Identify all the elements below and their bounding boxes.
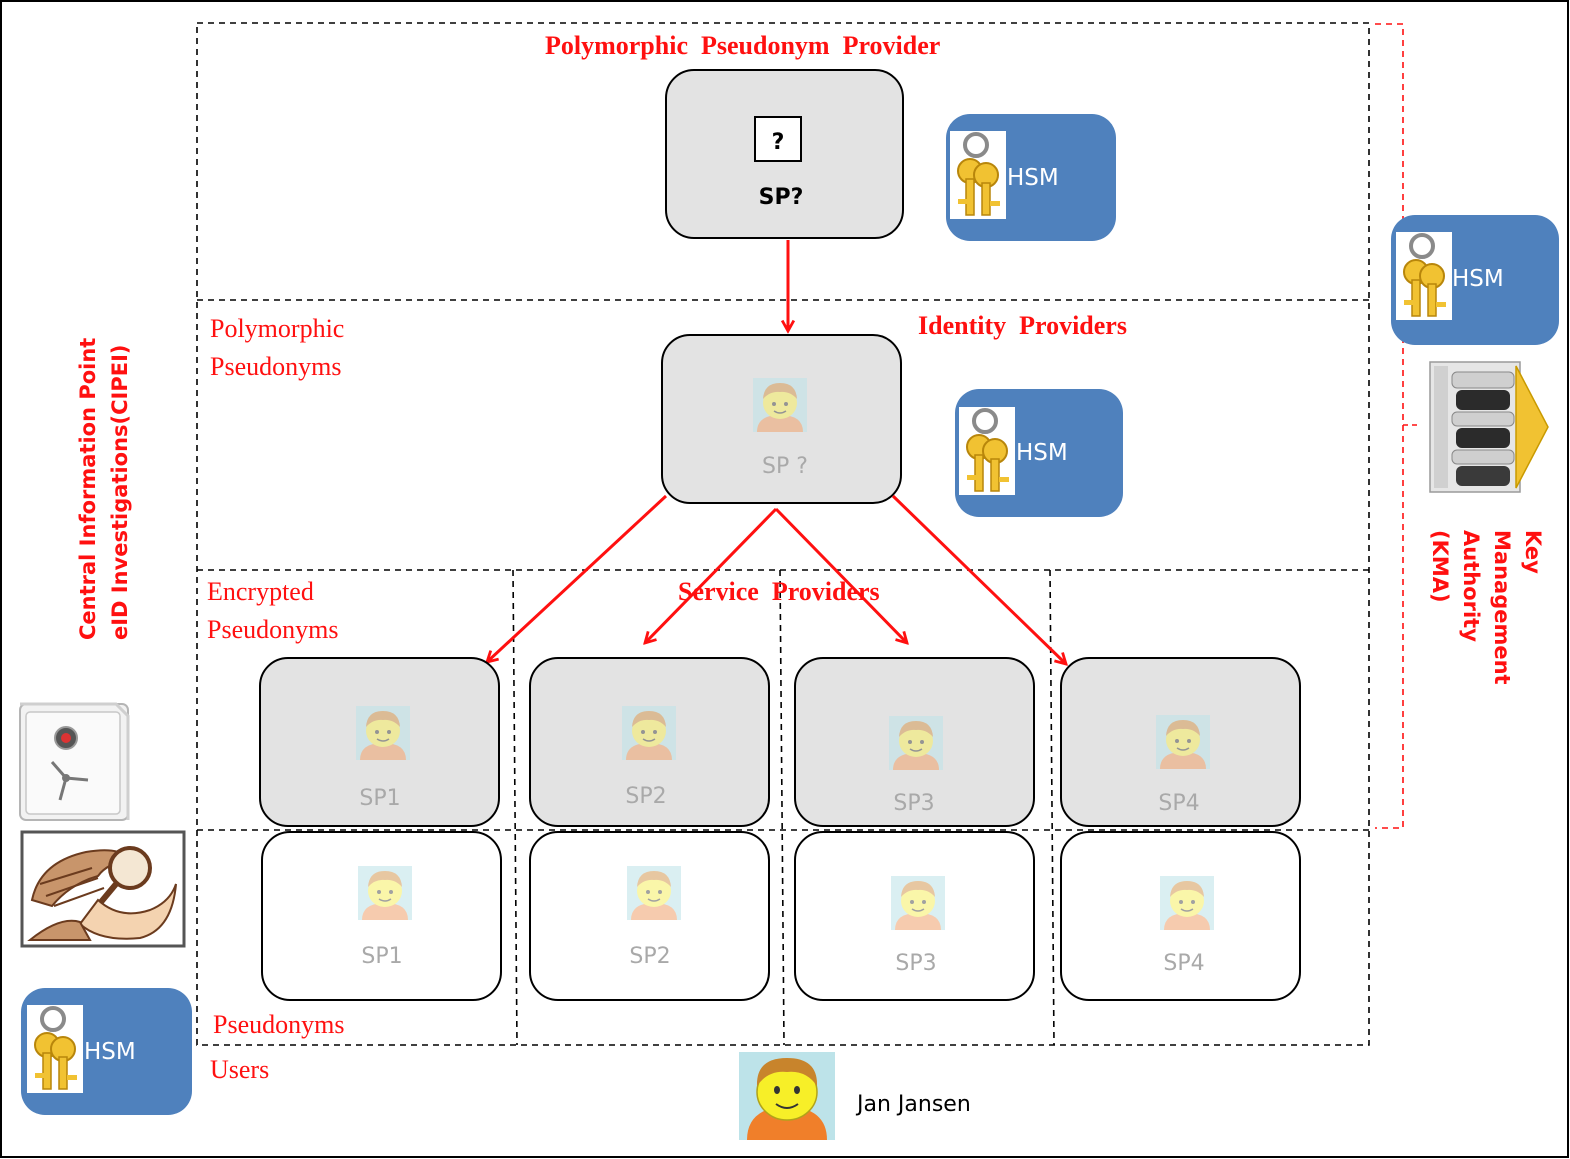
label-kma: Key Management Authority (KMA) bbox=[1428, 530, 1545, 685]
pp-box: ? SP? bbox=[665, 69, 904, 239]
arrow-idp-to-sp4 bbox=[891, 494, 1066, 664]
hsm-pp: HSM bbox=[946, 114, 1116, 241]
user-avatar-icon bbox=[355, 705, 411, 761]
label-kma-line2: Management bbox=[1490, 530, 1514, 685]
column-divider-1 bbox=[512, 569, 518, 1046]
user-avatar-icon bbox=[752, 377, 808, 433]
label-encrypted-pseudonyms-line1: Encrypted bbox=[207, 577, 314, 606]
service-provider-boxes: SP1 SP2 SP3 SP4 bbox=[259, 657, 1301, 827]
sp-box-label-3: SP3 bbox=[893, 791, 934, 816]
sp-box-2: SP2 bbox=[529, 657, 770, 827]
label-cipei-line1: Central Information Point bbox=[76, 338, 100, 640]
arrow-idp-to-sp3 bbox=[774, 507, 907, 643]
pseudonym-box-2: SP2 bbox=[529, 831, 770, 1001]
label-cipei-line2: eID Investigations(CIPEI) bbox=[108, 344, 132, 640]
column-divider-3 bbox=[1049, 569, 1055, 1046]
sp-box-1: SP1 bbox=[259, 657, 500, 827]
user-avatar-icon bbox=[1159, 875, 1215, 931]
hsm-label: HSM bbox=[84, 1039, 136, 1065]
pp-box-label: SP? bbox=[759, 185, 804, 210]
label-kma-line3: Authority bbox=[1459, 530, 1483, 642]
label-cipei: Central Information Point eID Investigat… bbox=[76, 338, 132, 640]
keys-icon bbox=[948, 129, 1008, 221]
label-pseudonyms: Pseudonyms bbox=[213, 1010, 344, 1039]
column-divider-2 bbox=[779, 569, 785, 1046]
sp-box-label-4: SP4 bbox=[1158, 791, 1199, 816]
user-name: Jan Jansen bbox=[855, 1092, 971, 1117]
label-users: Users bbox=[210, 1055, 269, 1084]
sp-box-4: SP4 bbox=[1060, 657, 1301, 827]
user-avatar-icon bbox=[888, 715, 944, 771]
user-avatar-icon bbox=[626, 865, 682, 921]
pseudonym-box-label-3: SP3 bbox=[895, 951, 936, 976]
hsm-label: HSM bbox=[1016, 440, 1068, 466]
detective-icon bbox=[20, 830, 186, 948]
question-mark: ? bbox=[772, 130, 785, 155]
user-avatar-icon bbox=[357, 865, 413, 921]
label-kma-line1: Key bbox=[1521, 530, 1545, 574]
hsm-cipei: HSM bbox=[21, 988, 192, 1115]
user-avatar-icon bbox=[621, 705, 677, 761]
keys-icon bbox=[1394, 230, 1454, 322]
kma-bracket bbox=[1375, 23, 1404, 829]
label-polymorphic-pseudonym-provider: Polymorphic Pseudonym Provider bbox=[545, 31, 940, 60]
sp-box-label-1: SP1 bbox=[359, 786, 400, 811]
sp-box-3: SP3 bbox=[794, 657, 1035, 827]
idp-box-label: SP ? bbox=[762, 454, 808, 479]
pseudonym-box-label-1: SP1 bbox=[361, 944, 402, 969]
label-polymorphic-pseudonyms-line1: Polymorphic bbox=[210, 314, 344, 343]
user-pseudonym-boxes: SP1 SP2 SP3 SP4 bbox=[261, 831, 1301, 1001]
arrow-idp-to-sp1 bbox=[487, 494, 668, 662]
pseudonym-box-label-4: SP4 bbox=[1163, 951, 1204, 976]
safe-icon bbox=[19, 702, 130, 821]
user-avatar-icon bbox=[890, 875, 946, 931]
label-encrypted-pseudonyms-line2: Pseudonyms bbox=[207, 615, 338, 644]
hsm-label: HSM bbox=[1007, 165, 1059, 191]
flow-arrows bbox=[487, 240, 1066, 664]
arrow-idp-to-sp2 bbox=[645, 507, 778, 643]
keys-icon bbox=[957, 405, 1017, 497]
hsm-kma: HSM bbox=[1391, 215, 1559, 345]
pseudonym-box-label-2: SP2 bbox=[629, 944, 670, 969]
question-box bbox=[754, 116, 802, 162]
label-identity-providers: Identity Providers bbox=[918, 311, 1127, 340]
label-service-providers: Service Providers bbox=[678, 577, 880, 606]
hsm-idp: HSM bbox=[955, 389, 1123, 517]
idp-box: SP ? bbox=[661, 334, 902, 504]
sp-box-label-2: SP2 bbox=[625, 784, 666, 809]
label-polymorphic-pseudonyms-line2: Pseudonyms bbox=[210, 352, 341, 381]
pseudonym-box-1: SP1 bbox=[261, 831, 502, 1001]
label-kma-line4: (KMA) bbox=[1428, 530, 1452, 603]
keys-icon bbox=[25, 1003, 85, 1095]
layers-outline bbox=[196, 22, 1370, 1046]
user-avatar-icon bbox=[1155, 714, 1211, 770]
pseudonym-box-4: SP4 bbox=[1060, 831, 1301, 1001]
kma-building-icon bbox=[1428, 360, 1550, 496]
pseudonym-box-3: SP3 bbox=[794, 831, 1035, 1001]
hsm-label: HSM bbox=[1452, 266, 1504, 292]
user-avatar-large-icon bbox=[739, 1052, 835, 1140]
